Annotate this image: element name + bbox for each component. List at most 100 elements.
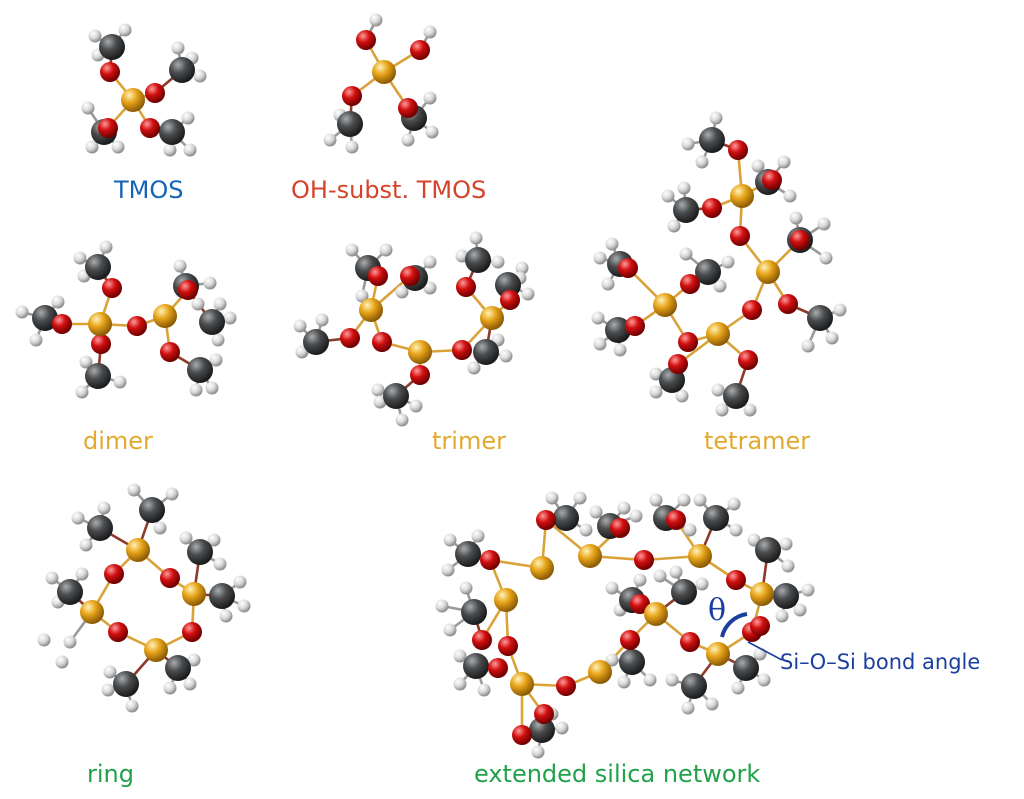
carbon-atom	[99, 34, 125, 60]
oxygen-atom	[400, 266, 420, 286]
hydrogen-atom	[661, 189, 675, 203]
oxygen-atom	[182, 622, 202, 642]
hydrogen-atom	[753, 647, 767, 661]
hydrogen-atom	[355, 289, 369, 303]
hydrogen-atom	[435, 599, 449, 613]
hydrogen-atom	[213, 557, 227, 571]
hydrogen-atom	[775, 609, 789, 623]
hydrogen-atom	[721, 255, 735, 269]
theta-symbol: θ	[708, 593, 727, 628]
oxygen-atom	[372, 332, 392, 352]
hydrogen-atom	[453, 649, 467, 663]
oxygen-atom	[742, 300, 762, 320]
oxygen-atom	[500, 290, 520, 310]
oxygen-atom	[398, 98, 418, 118]
hydrogen-atom	[125, 699, 139, 713]
hydrogen-atom	[29, 333, 43, 347]
oxygen-atom	[680, 632, 700, 652]
hydrogen-atom	[695, 577, 709, 591]
carbon-atom	[159, 119, 185, 145]
hydrogen-atom	[695, 155, 709, 169]
hydrogen-atom	[781, 559, 795, 573]
hydrogen-atom	[423, 91, 437, 105]
hydrogen-atom	[293, 319, 307, 333]
hydrogen-atom	[675, 389, 689, 403]
hydrogen-atom	[213, 297, 227, 311]
label-ring: ring	[87, 760, 134, 788]
hydrogen-atom	[715, 403, 729, 417]
hydrogen-atom	[103, 665, 117, 679]
oxygen-atom	[368, 266, 388, 286]
hydrogen-atom	[677, 181, 691, 195]
hydrogen-atom	[441, 563, 455, 577]
hydrogen-atom	[207, 533, 221, 547]
hydrogen-atom	[79, 355, 93, 369]
hydrogen-atom	[423, 281, 437, 295]
carbon-atom	[337, 111, 363, 137]
carbon-atom	[755, 537, 781, 563]
hydrogen-atom	[801, 339, 815, 353]
oxygen-atom	[762, 170, 782, 190]
silicon-atom	[588, 660, 612, 684]
oxygen-atom	[536, 510, 556, 530]
hydrogen-atom	[183, 143, 197, 157]
hydrogen-atom	[153, 521, 167, 535]
hydrogen-atom	[165, 487, 179, 501]
hydrogen-atom	[477, 683, 491, 697]
oxygen-atom	[702, 198, 722, 218]
hydrogen-atom	[825, 331, 839, 345]
oxygen-atom	[778, 294, 798, 314]
silicon-atom	[359, 298, 383, 322]
oxygen-atom	[630, 594, 650, 614]
label-extended-silica-network: extended silica network	[474, 760, 761, 788]
label-tetramer: tetramer	[704, 427, 811, 455]
silicon-atom	[126, 538, 150, 562]
silicon-atom	[88, 312, 112, 336]
oxygen-atom	[730, 226, 750, 246]
hydrogen-atom	[789, 211, 803, 225]
hydrogen-atom	[315, 313, 329, 327]
silicon-atom	[480, 306, 504, 330]
hydrogen-atom	[617, 675, 631, 689]
oxygen-atom	[488, 658, 508, 678]
hydrogen-atom	[613, 343, 627, 357]
carbon-atom	[463, 653, 489, 679]
hydrogen-atom	[667, 219, 681, 233]
carbon-atom	[455, 541, 481, 567]
hydrogen-atom	[345, 140, 359, 154]
silicon-atom	[756, 260, 780, 284]
label-tmos: TMOS	[114, 176, 184, 204]
hydrogen-atom	[777, 155, 791, 169]
carbon-atom	[113, 671, 139, 697]
hydrogen-atom	[173, 259, 187, 273]
hydrogen-atom	[211, 333, 225, 347]
hydrogen-atom	[653, 569, 667, 583]
hydrogen-atom	[45, 571, 59, 585]
oxygen-atom	[91, 334, 111, 354]
oxygen-atom	[100, 62, 120, 82]
oxygen-atom	[145, 83, 165, 103]
oxygen-atom	[728, 140, 748, 160]
hydrogen-atom	[793, 603, 807, 617]
hydrogen-atom	[51, 295, 65, 309]
hydrogen-atom	[545, 491, 559, 505]
hydrogen-atom	[499, 349, 513, 363]
silicon-atom	[153, 304, 177, 328]
annotation-layer	[720, 612, 783, 661]
silicon-atom	[121, 88, 145, 112]
hydrogen-atom	[81, 101, 95, 115]
hydrogen-atom	[531, 745, 545, 759]
silicon-atom	[706, 642, 730, 666]
silicon-atom	[182, 582, 206, 606]
oxygen-atom	[452, 340, 472, 360]
hydrogen-atom	[783, 189, 797, 203]
silicon-atom	[80, 600, 104, 624]
hydrogen-atom	[71, 511, 85, 525]
hydrogen-atom	[443, 533, 457, 547]
oxygen-atom	[98, 118, 118, 138]
hydrogen-atom	[467, 361, 481, 375]
hydrogen-atom	[681, 137, 695, 151]
silicon-atom	[706, 322, 730, 346]
oxygen-atom	[498, 636, 518, 656]
